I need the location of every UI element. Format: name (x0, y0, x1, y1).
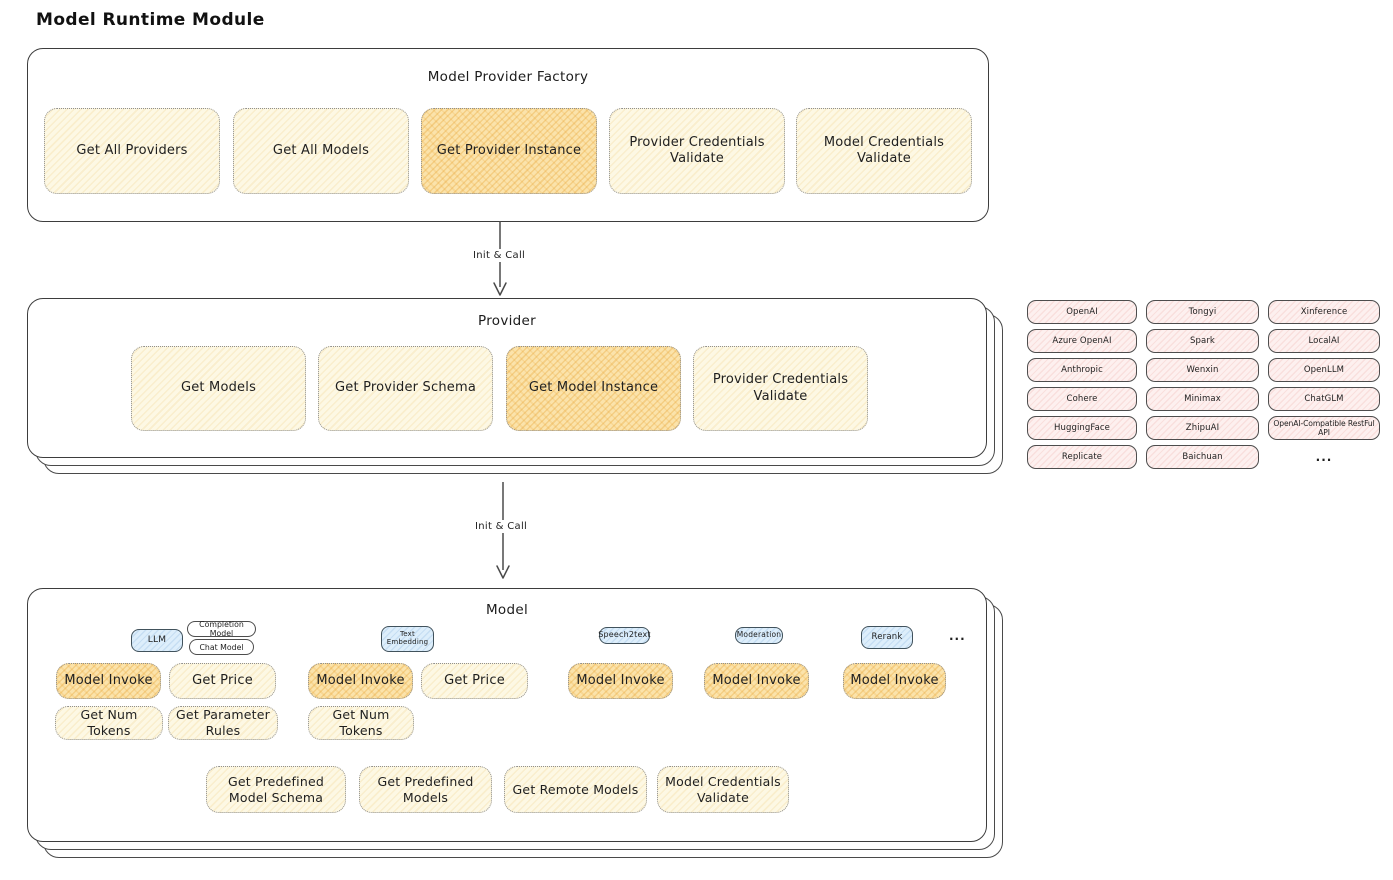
tabs-ellipsis: ... (949, 629, 966, 643)
embedding-model-invoke-node: Model Invoke (308, 663, 413, 699)
provider-pill-openllm: OpenLLM (1268, 358, 1380, 382)
llm-get-parameter-rules-node: Get Parameter Rules (168, 706, 278, 740)
providers-grid: OpenAI Tongyi Xinference Azure OpenAI Sp… (1027, 300, 1380, 469)
provider-frame: Provider Get Models Get Provider Schema … (27, 298, 987, 458)
llm-get-price-node: Get Price (169, 663, 276, 699)
provider-provider-credentials-validate-node: Provider Credentials Validate (693, 346, 868, 431)
model-title: Model (485, 602, 529, 618)
factory-title: Model Provider Factory (427, 69, 589, 85)
provider-pill-baichuan: Baichuan (1146, 445, 1259, 469)
provider-pill-ellipsis: ... (1268, 445, 1380, 469)
tab-llm: LLM (131, 629, 183, 652)
embedding-get-price-node: Get Price (421, 663, 528, 699)
llm-model-invoke-node: Model Invoke (56, 663, 161, 699)
provider-pill-minimax: Minimax (1146, 387, 1259, 411)
embedding-get-num-tokens-node: Get Num Tokens (308, 706, 414, 740)
model-credentials-validate-node: Model Credentials Validate (657, 766, 789, 813)
speech2text-model-invoke-node: Model Invoke (568, 663, 673, 699)
provider-pill-localai: LocalAI (1268, 329, 1380, 353)
provider-pill-cohere: Cohere (1027, 387, 1137, 411)
model-frame: Model LLM Completion Model Chat Model Te… (27, 588, 987, 842)
provider-get-model-instance-node: Get Model Instance (506, 346, 681, 431)
provider-pill-spark: Spark (1146, 329, 1259, 353)
factory-get-provider-instance-node: Get Provider Instance (421, 108, 597, 194)
provider-pill-zhipuai: ZhipuAI (1146, 416, 1259, 440)
provider-pill-xinference: Xinference (1268, 300, 1380, 324)
arrow2-label: Init & Call (470, 520, 533, 533)
arrow1-label: Init & Call (468, 249, 531, 262)
provider-get-models-node: Get Models (131, 346, 306, 431)
tab-completion-model: Completion Model (187, 620, 256, 638)
factory-get-all-providers-node: Get All Providers (44, 108, 220, 194)
provider-title: Provider (478, 313, 536, 329)
page-title: Model Runtime Module (36, 10, 265, 30)
provider-pill-openai: OpenAI (1027, 300, 1137, 324)
tab-text-embedding: Text Embedding (381, 626, 434, 652)
tab-moderation: Moderation (735, 627, 783, 644)
llm-get-num-tokens-node: Get Num Tokens (55, 706, 163, 740)
provider-pill-replicate: Replicate (1027, 445, 1137, 469)
provider-pill-wenxin: Wenxin (1146, 358, 1259, 382)
rerank-model-invoke-node: Model Invoke (843, 663, 946, 699)
provider-pill-azure-openai: Azure OpenAI (1027, 329, 1137, 353)
moderation-model-invoke-node: Model Invoke (704, 663, 809, 699)
factory-provider-credentials-validate-node: Provider Credentials Validate (609, 108, 785, 194)
get-predefined-models-node: Get Predefined Models (359, 766, 492, 813)
provider-get-provider-schema-node: Get Provider Schema (318, 346, 493, 431)
tab-chat-model: Chat Model (189, 639, 254, 655)
provider-pill-anthropic: Anthropic (1027, 358, 1137, 382)
provider-pill-chatglm: ChatGLM (1268, 387, 1380, 411)
tab-speech2text: Speech2text (598, 627, 651, 644)
provider-pill-huggingface: HuggingFace (1027, 416, 1137, 440)
factory-get-all-models-node: Get All Models (233, 108, 409, 194)
get-remote-models-node: Get Remote Models (504, 766, 647, 813)
factory-model-credentials-validate-node: Model Credentials Validate (796, 108, 972, 194)
get-predefined-model-schema-node: Get Predefined Model Schema (206, 766, 346, 813)
factory-frame: Model Provider Factory Get All Providers… (27, 48, 989, 222)
provider-pill-tongyi: Tongyi (1146, 300, 1259, 324)
provider-pill-openai-compatible: OpenAI-Compatible RestFul API (1268, 416, 1380, 440)
tab-rerank: Rerank (861, 626, 913, 649)
